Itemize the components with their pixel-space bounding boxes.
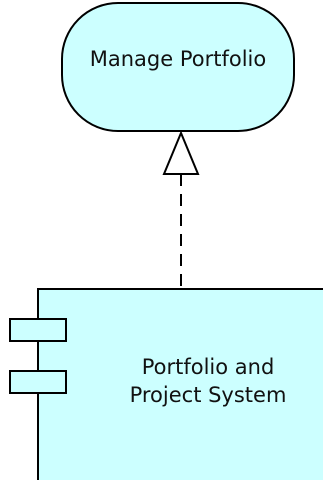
component-label-line2: Project System <box>129 383 287 407</box>
hollow-triangle-arrowhead-icon <box>162 130 200 175</box>
component-label: Portfolio and Project System <box>96 353 320 409</box>
realization-connector[interactable] <box>162 130 200 289</box>
component-shape[interactable] <box>37 288 323 480</box>
component-tab-lower-icon <box>9 370 67 394</box>
service-label-text: Manage Portfolio <box>89 47 267 71</box>
component-tab-upper-icon <box>9 318 67 342</box>
component-label-line1: Portfolio and <box>141 355 275 379</box>
service-shape[interactable] <box>61 2 295 132</box>
service-label: Manage Portfolio <box>62 45 294 73</box>
